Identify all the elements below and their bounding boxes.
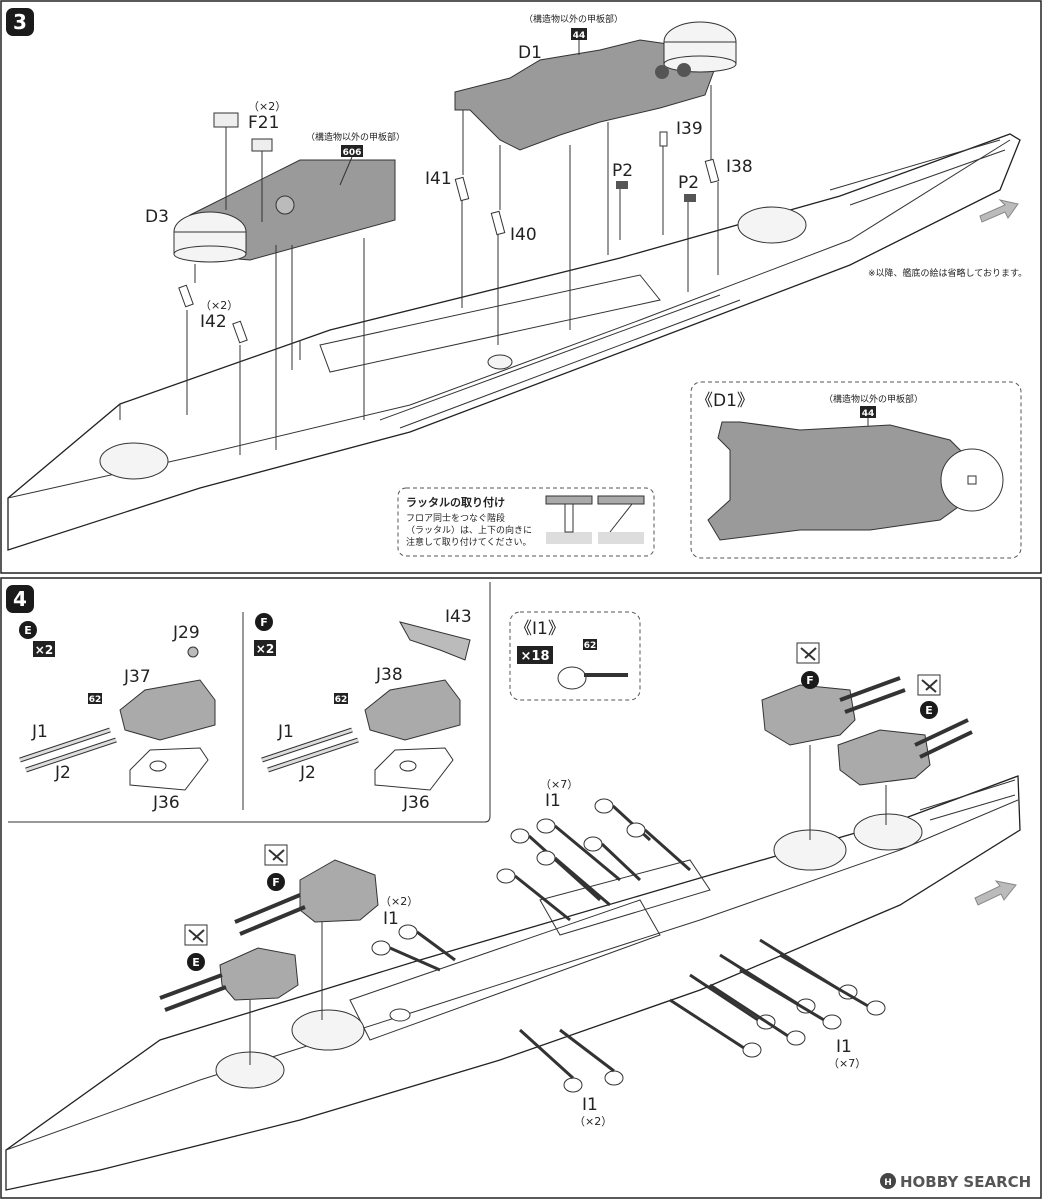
step4-hull	[5, 775, 1021, 1191]
mid-j36: J36	[402, 793, 430, 813]
left-j1: J1	[31, 722, 48, 742]
part-p2-a	[616, 181, 628, 189]
marker-f-top-right: F	[796, 642, 820, 689]
left-j36: J36	[152, 793, 180, 813]
d1-detail-title: 《D1》	[696, 391, 754, 411]
d1-detail-note: （構造物以外の甲板部）	[824, 393, 923, 405]
paint-d3: 606	[343, 148, 362, 158]
paint-d1: 44	[573, 31, 586, 41]
mid-turret	[261, 621, 471, 791]
label-i39: I39	[676, 119, 703, 139]
part-f21-b	[251, 138, 273, 152]
marker-f-2: F	[272, 876, 280, 889]
d1-deck-note: （構造物以外の甲板部）	[524, 13, 623, 25]
i1-top-label: I1	[545, 791, 561, 811]
left-turret	[19, 646, 216, 791]
left-marker: E	[24, 624, 32, 637]
d1-detail-deck	[707, 421, 981, 541]
mid-paint: 62	[335, 695, 348, 705]
step3-number-badge	[6, 8, 34, 36]
part-i39	[659, 131, 668, 147]
i1-bottom-qty: （×2）	[574, 1115, 612, 1128]
direction-arrow-step3	[979, 199, 1019, 223]
part-i42-b	[232, 320, 248, 344]
i1-right-label: I1	[836, 1037, 852, 1057]
label-f21: F21	[248, 113, 279, 133]
label-i38: I38	[726, 157, 753, 177]
omission-note: ※以降、艦底の絵は省略しております。	[868, 267, 1027, 279]
marker-e-2: E	[192, 956, 200, 969]
part-i42-a	[178, 284, 194, 308]
i1-top-qty: （×7）	[540, 778, 578, 791]
part-i38	[704, 158, 720, 184]
part-d3	[173, 159, 396, 263]
part-f21-a	[213, 112, 239, 128]
mid-i43: I43	[445, 607, 472, 627]
label-d1: D1	[518, 43, 542, 63]
label-i40: I40	[510, 225, 537, 245]
part-i40	[490, 210, 506, 236]
step4-number-badge	[6, 585, 34, 613]
left-j2: J2	[54, 763, 71, 783]
d1-detail-paint: 44	[862, 409, 875, 419]
i1-guns	[371, 798, 886, 1093]
mid-qty: ×2	[256, 642, 274, 656]
marker-e-right: E	[917, 674, 941, 719]
i1-left-label: I1	[383, 909, 399, 929]
left-j29: J29	[172, 623, 200, 643]
i1-bottom-label: I1	[582, 1095, 598, 1115]
direction-arrow-step4	[974, 880, 1017, 906]
i1-left-qty: （×2）	[380, 895, 418, 908]
d1-detail-box: 《D1》 （構造物以外の甲板部） 44	[690, 381, 1022, 559]
part-p2-b	[684, 194, 696, 202]
marker-f-left: F	[264, 844, 288, 891]
step3-panel: 3 D3 （構造物以外の甲板部） 606 （×2）	[0, 0, 1042, 574]
marker-e-left: E	[184, 924, 208, 971]
step3-number: 3	[13, 10, 27, 34]
left-qty: ×2	[35, 643, 53, 657]
ladder-text-2: （ラッタル）は、上下の向きに	[406, 524, 532, 536]
svg-text:H: H	[884, 1178, 892, 1188]
mid-j2: J2	[299, 763, 316, 783]
i42-qty: （×2）	[200, 299, 238, 312]
ladder-text-3: 注意して取り付けてください。	[406, 536, 531, 548]
label-i42: I42	[200, 312, 227, 332]
watermark: H HOBBY SEARCH	[880, 1173, 1031, 1191]
mid-j38: J38	[375, 665, 403, 685]
label-d3: D3	[145, 207, 169, 227]
mid-j1: J1	[277, 722, 294, 742]
watermark-text: HOBBY SEARCH	[900, 1173, 1031, 1191]
marker-e-1: E	[925, 704, 933, 717]
i1-right-qty: （×7）	[828, 1057, 866, 1070]
i1-detail-box: 《I1》 ×18 62	[509, 611, 641, 701]
turret-f-left	[234, 859, 379, 1020]
i1-detail-title: 《I1》	[515, 619, 565, 639]
marker-f-1: F	[806, 674, 814, 687]
mid-marker: F	[260, 616, 268, 629]
label-i41: I41	[425, 169, 452, 189]
ladder-box: ラッタルの取り付け フロア同士をつなぐ階段 （ラッタル）は、上下の向きに 注意し…	[397, 487, 655, 557]
part-d1	[454, 21, 737, 151]
i1-detail-paint: 62	[584, 641, 597, 651]
step4-number: 4	[13, 587, 27, 611]
step3-hull	[7, 133, 1021, 551]
d3-deck-note: （構造物以外の甲板部）	[306, 131, 405, 143]
step4-panel: 4 E ×2 J29 J37 J1 J2 J36 62 F ×2	[0, 577, 1042, 1199]
turret-e-left	[159, 947, 299, 1065]
ladder-title: ラッタルの取り付け	[406, 495, 505, 509]
part-i41	[454, 176, 470, 202]
left-j37: J37	[123, 667, 151, 687]
i1-detail-qty: ×18	[521, 649, 550, 664]
turret-f-top-right	[761, 676, 906, 840]
label-p2-a: P2	[612, 161, 633, 181]
turret-e-right	[837, 718, 973, 825]
label-p2-b: P2	[678, 173, 699, 193]
f21-qty: （×2）	[248, 100, 286, 113]
ladder-text-1: フロア同士をつなぐ階段	[406, 512, 505, 524]
left-paint: 62	[89, 695, 102, 705]
